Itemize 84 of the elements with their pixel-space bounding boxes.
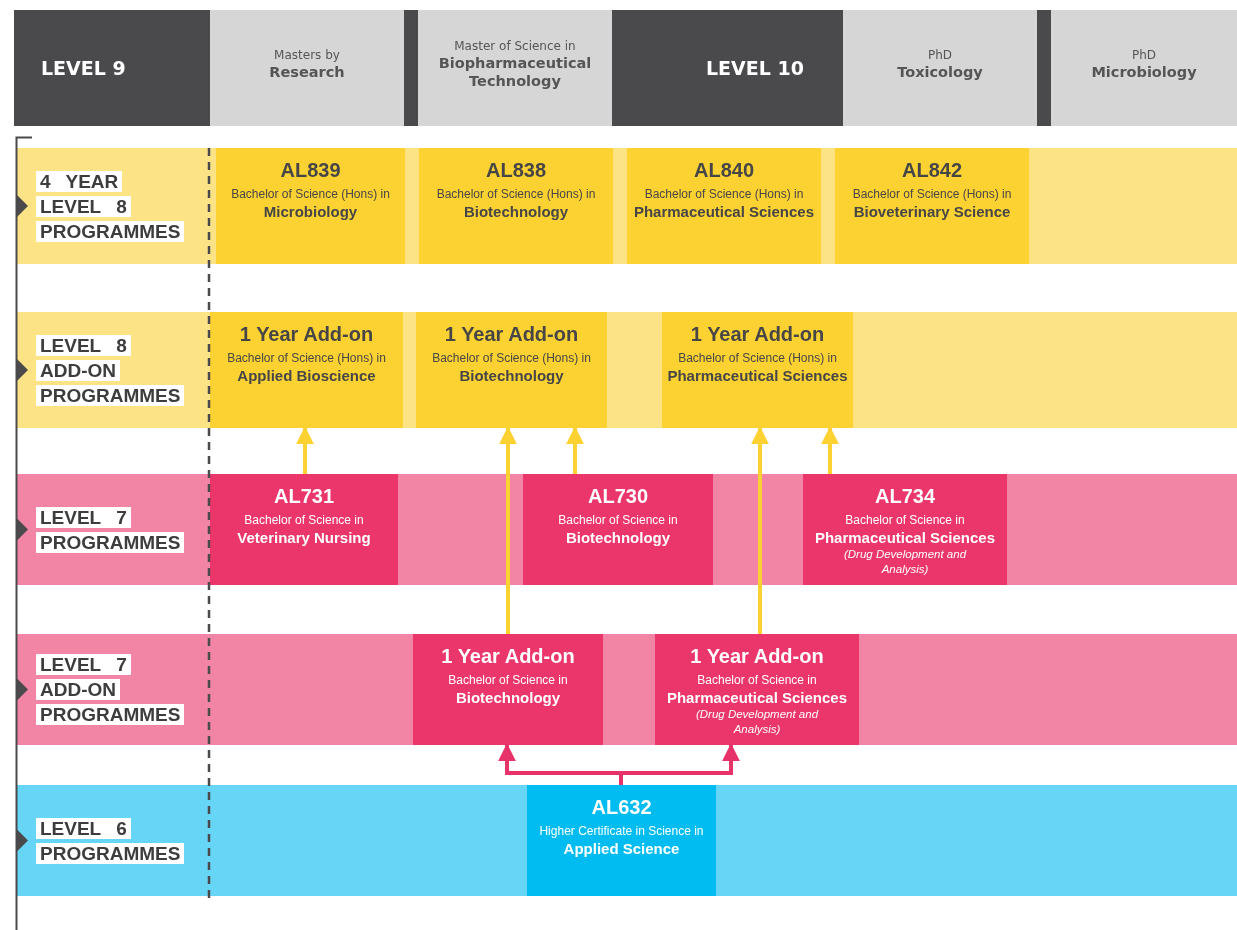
award-title: Master of Science in — [454, 38, 576, 54]
programme-box — [803, 474, 1007, 585]
level-label: 4 YEAR LEVEL 8 PROGRAMMES — [36, 168, 185, 244]
level-band — [16, 312, 1237, 428]
level-band — [16, 474, 1237, 585]
programme-box — [216, 148, 405, 264]
arrow — [296, 426, 314, 474]
programme-header — [1051, 10, 1237, 126]
programme-box — [413, 634, 603, 745]
award-title: Bachelor of Science (Hons) in — [852, 187, 1012, 202]
programme-box — [523, 474, 713, 585]
programme-header — [210, 10, 404, 126]
subject-name: Biopharmaceutical Technology — [437, 53, 593, 90]
programme-box — [419, 148, 613, 264]
level-title: LEVEL 9 — [41, 57, 126, 79]
award-title: Higher Certificate in Science in — [539, 824, 704, 839]
level-title: LEVEL 10 — [706, 57, 804, 79]
programme-box — [662, 312, 853, 428]
subject-name: Pharmaceutical Sciences — [666, 688, 848, 707]
subject-name: Research — [269, 62, 345, 81]
award-title: Bachelor of Science (Hons) in — [436, 187, 596, 202]
award-title: Masters by — [274, 47, 340, 63]
arrow — [566, 426, 584, 474]
award-title: Bachelor of Science in — [558, 513, 678, 528]
level-label: LEVEL 6 PROGRAMMES — [36, 815, 185, 866]
level-label: LEVEL 7 PROGRAMMES — [36, 504, 185, 555]
programme-box — [835, 148, 1029, 264]
level-label: LEVEL 8 ADD-ON PROGRAMMES — [36, 332, 185, 408]
programme-code: 1 Year Add-on — [690, 322, 825, 346]
award-title: Bachelor of Science in — [244, 513, 364, 528]
programme-code: AL839 — [280, 158, 341, 182]
programme-header — [843, 10, 1037, 126]
award-title: PhD — [927, 47, 953, 63]
programme-code: AL632 — [591, 795, 652, 819]
programme-code: AL840 — [694, 158, 754, 182]
programme-box — [627, 148, 821, 264]
subject-name: Pharmaceutical Sciences — [667, 366, 848, 385]
programme-box — [655, 634, 859, 745]
programme-code: AL731 — [274, 484, 334, 508]
programme-box — [527, 785, 716, 896]
arrow — [619, 743, 740, 785]
subject-name: Applied Science — [563, 839, 680, 858]
programme-code: AL838 — [486, 158, 546, 182]
programme-code: 1 Year Add-on — [690, 644, 824, 668]
arrow — [821, 426, 839, 474]
programme-header — [418, 10, 612, 126]
programme-code: AL730 — [588, 484, 648, 508]
level-band — [16, 634, 1237, 745]
subject-name: Veterinary Nursing — [237, 528, 371, 547]
programme-code: AL842 — [902, 158, 962, 182]
award-title: Bachelor of Science (Hons) in — [432, 351, 591, 366]
programme-code: AL734 — [875, 484, 935, 508]
award-title: Bachelor of Science (Hons) in — [678, 351, 837, 366]
award-title: PhD — [1131, 47, 1157, 63]
subject-name: Biotechnology — [459, 366, 564, 385]
subject-name: Biotechnology — [565, 528, 671, 547]
subject-name: Pharmaceutical Sciences — [814, 528, 996, 547]
programme-code: 1 Year Add-on — [444, 322, 579, 346]
award-title: Bachelor of Science (Hons) in — [231, 187, 390, 202]
subject-name: Microbiology — [263, 202, 358, 221]
specialism-note: (Drug Development and Analysis) — [842, 547, 968, 577]
award-title: Bachelor of Science in — [845, 513, 965, 528]
programme-box — [210, 474, 398, 585]
level-label: LEVEL 7 ADD-ON PROGRAMMES — [36, 652, 185, 727]
subject-name: Biotechnology — [463, 202, 569, 221]
subject-name: Bioveterinary Science — [853, 202, 1011, 221]
arrow — [499, 426, 517, 634]
award-title: Bachelor of Science in — [448, 673, 568, 688]
subject-name: Biotechnology — [455, 688, 561, 707]
programme-box — [416, 312, 607, 428]
specialism-note: (Drug Development and Analysis) — [694, 707, 820, 737]
level-band — [16, 148, 1237, 264]
award-title: Bachelor of Science (Hons) in — [644, 187, 804, 202]
programme-box — [210, 312, 403, 428]
subject-name: Toxicology — [897, 62, 983, 81]
award-title: Bachelor of Science (Hons) in — [227, 351, 386, 366]
programme-code: 1 Year Add-on — [239, 322, 374, 346]
award-title: Bachelor of Science in — [697, 673, 817, 688]
subject-name: Pharmaceutical Sciences — [633, 202, 815, 221]
arrow — [751, 426, 769, 634]
level-band — [16, 785, 1237, 896]
programme-code: 1 Year Add-on — [441, 644, 575, 668]
subject-name: Applied Bioscience — [237, 366, 376, 385]
subject-name: Microbiology — [1091, 62, 1197, 81]
